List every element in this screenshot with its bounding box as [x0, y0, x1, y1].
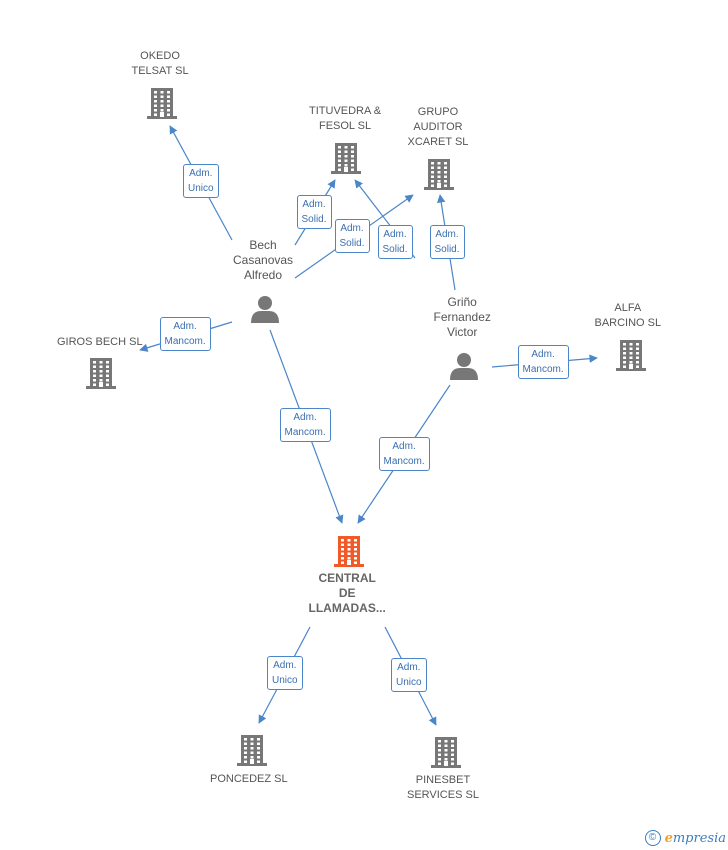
edge-label-grino-to-alfa[interactable]: Adm. Mancom. — [517, 345, 569, 379]
copyright-icon: © — [644, 830, 661, 846]
edge-label-bech-to-tituvedra[interactable]: Adm. Solid. — [296, 195, 332, 229]
node-label-alfa[interactable]: ALFA BARCINO SL — [594, 302, 662, 329]
node-label-pinesbet[interactable]: PINESBET SERVICES SL — [407, 774, 479, 801]
node-label-poncedez[interactable]: PONCEDEZ SL — [210, 772, 288, 785]
building-icon[interactable] — [147, 88, 177, 119]
edge-label-grino-to-grupo[interactable]: Adm. Solid. — [429, 225, 465, 259]
edge-label-grino-to-central[interactable]: Adm. Mancom. — [378, 437, 430, 471]
node-label-girosbech[interactable]: GIROS BECH SL — [57, 335, 143, 348]
node-label-grino[interactable]: Griño Fernandez Victor — [433, 294, 491, 339]
node-label-bech[interactable]: Bech Casanovas Alfredo — [233, 237, 294, 282]
person-icon[interactable] — [450, 353, 478, 380]
building-icon[interactable] — [431, 737, 461, 768]
building-icon[interactable] — [237, 735, 267, 766]
node-label-okedo[interactable]: OKEDO TELSAT SL — [131, 50, 189, 77]
footer-brand[interactable]: © empresia — [644, 830, 726, 846]
node-label-central[interactable]: CENTRAL DE LLAMADAS... — [308, 570, 386, 615]
building-icon[interactable] — [331, 143, 361, 174]
building-icon[interactable] — [424, 159, 454, 190]
brand-logo: empresia — [664, 830, 726, 846]
building-icon[interactable] — [616, 340, 646, 371]
person-icon[interactable] — [251, 296, 279, 323]
node-label-grupo[interactable]: GRUPO AUDITOR XCARET SL — [407, 105, 469, 148]
edge-label-bech-to-grupo[interactable]: Adm. Solid. — [334, 219, 370, 253]
edge-label-bech-to-okedo[interactable]: Adm. Unico — [183, 164, 219, 198]
building-icon[interactable] — [334, 536, 364, 567]
edge-label-central-to-pinesbet[interactable]: Adm. Unico — [391, 658, 427, 692]
edge-label-central-to-poncedez[interactable]: Adm. Unico — [267, 656, 303, 690]
node-label-tituvedra[interactable]: TITUVEDRA & FESOL SL — [309, 105, 382, 132]
edge-label-bech-to-central[interactable]: Adm. Mancom. — [279, 408, 331, 442]
edge-label-bech-to-girosbech[interactable]: Adm. Mancom. — [159, 317, 211, 351]
building-icon[interactable] — [86, 358, 116, 389]
edge-label-grino-to-tituvedra[interactable]: Adm. Solid. — [377, 225, 413, 259]
